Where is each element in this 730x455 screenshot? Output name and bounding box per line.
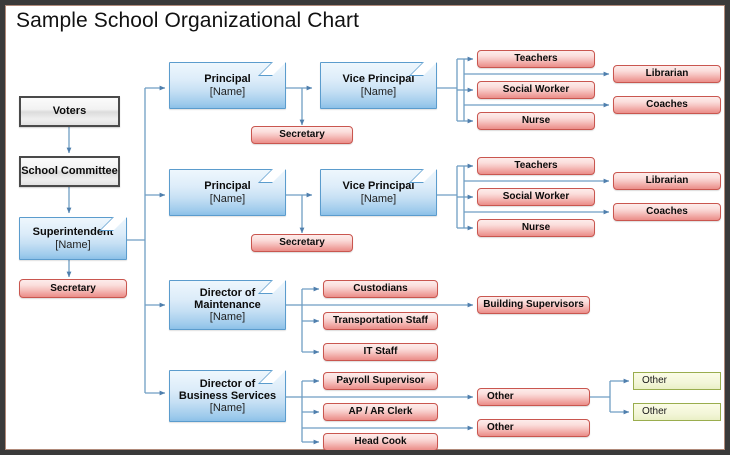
node-teachers-1[interactable]: Teachers — [477, 50, 595, 68]
node-building-supervisors-label: Building Supervisors — [483, 299, 584, 311]
node-other-leaf-2[interactable]: Other — [633, 403, 721, 421]
node-vice-principal-2-name: [Name] — [360, 192, 397, 205]
corner-fold-icon — [258, 62, 286, 76]
node-superintendent[interactable]: Superintendent [Name] — [19, 217, 127, 260]
node-custodians-label: Custodians — [353, 283, 408, 295]
node-director-business-label: Director of — [199, 377, 256, 390]
node-school-committee[interactable]: School Committee — [19, 156, 120, 187]
node-head-cook-label: Head Cook — [354, 436, 407, 448]
node-director-business-services[interactable]: Director of Business Services [Name] — [169, 370, 286, 422]
node-director-maintenance[interactable]: Director of Maintenance [Name] — [169, 280, 286, 330]
node-other-business-2[interactable]: Other — [477, 419, 590, 437]
node-principal-2-name: [Name] — [209, 192, 246, 205]
node-nurse-2-label: Nurse — [521, 222, 551, 234]
node-vice-principal-2[interactable]: Vice Principal [Name] — [320, 169, 437, 216]
node-nurse-1[interactable]: Nurse — [477, 112, 595, 130]
node-director-business-name: [Name] — [209, 402, 246, 415]
node-vice-principal-1[interactable]: Vice Principal [Name] — [320, 62, 437, 109]
node-teachers-2-label: Teachers — [514, 160, 558, 172]
node-transportation-staff[interactable]: Transportation Staff — [323, 312, 438, 330]
node-coaches-2-label: Coaches — [646, 206, 688, 218]
node-payroll-supervisor-label: Payroll Supervisor — [336, 375, 425, 387]
node-school-committee-label: School Committee — [21, 165, 118, 178]
node-principal-2[interactable]: Principal [Name] — [169, 169, 286, 216]
node-other-leaf-1[interactable]: Other — [633, 372, 721, 390]
node-librarian-1[interactable]: Librarian — [613, 65, 721, 83]
node-building-supervisors[interactable]: Building Supervisors — [477, 296, 590, 314]
page-title: Sample School Organizational Chart — [16, 9, 360, 32]
node-voters[interactable]: Voters — [19, 96, 120, 127]
node-ap-ar-clerk-label: AP / AR Clerk — [348, 406, 413, 418]
node-other-business-2-label: Other — [487, 422, 514, 434]
node-superintendent-name: [Name] — [55, 238, 91, 251]
node-principal-2-label: Principal — [204, 180, 251, 193]
corner-fold-icon — [409, 62, 437, 76]
node-principal-1-label: Principal — [204, 73, 251, 86]
node-social-worker-2[interactable]: Social Worker — [477, 188, 595, 206]
node-principal-1[interactable]: Principal [Name] — [169, 62, 286, 109]
node-it-staff[interactable]: IT Staff — [323, 343, 438, 361]
node-principal-1-name: [Name] — [209, 85, 246, 98]
node-other-business-1-label: Other — [487, 391, 514, 403]
node-teachers-2[interactable]: Teachers — [477, 157, 595, 175]
node-vice-principal-2-label: Vice Principal — [342, 180, 415, 193]
node-custodians[interactable]: Custodians — [323, 280, 438, 298]
corner-fold-icon — [258, 370, 286, 384]
node-principal-1-secretary[interactable]: Secretary — [251, 126, 353, 144]
node-nurse-2[interactable]: Nurse — [477, 219, 595, 237]
corner-fold-icon — [258, 169, 286, 183]
node-teachers-1-label: Teachers — [514, 53, 558, 65]
node-librarian-1-label: Librarian — [645, 68, 689, 80]
node-principal-2-secretary-label: Secretary — [279, 237, 325, 249]
node-director-maintenance-label: Director of — [199, 286, 256, 299]
node-it-staff-label: IT Staff — [363, 346, 398, 358]
node-superintendent-label: Superintendent — [32, 226, 114, 239]
node-nurse-1-label: Nurse — [521, 115, 551, 127]
node-director-maintenance-label2: Maintenance — [194, 298, 261, 311]
node-coaches-1[interactable]: Coaches — [613, 96, 721, 114]
node-vice-principal-1-name: [Name] — [360, 85, 397, 98]
node-social-worker-1[interactable]: Social Worker — [477, 81, 595, 99]
node-director-maintenance-name: [Name] — [209, 311, 246, 324]
node-social-worker-1-label: Social Worker — [502, 84, 570, 96]
node-director-business-label2: Business Services — [178, 389, 277, 402]
node-principal-2-secretary[interactable]: Secretary — [251, 234, 353, 252]
node-voters-label: Voters — [52, 105, 87, 118]
node-librarian-2-label: Librarian — [645, 175, 689, 187]
node-librarian-2[interactable]: Librarian — [613, 172, 721, 190]
corner-fold-icon — [409, 169, 437, 183]
node-payroll-supervisor[interactable]: Payroll Supervisor — [323, 372, 438, 390]
node-coaches-2[interactable]: Coaches — [613, 203, 721, 221]
node-coaches-1-label: Coaches — [646, 99, 688, 111]
node-transportation-staff-label: Transportation Staff — [332, 315, 428, 327]
node-other-leaf-1-label: Other — [642, 375, 668, 387]
corner-fold-icon — [258, 280, 286, 294]
corner-fold-icon — [99, 217, 127, 231]
node-other-business-1[interactable]: Other — [477, 388, 590, 406]
node-vice-principal-1-label: Vice Principal — [342, 73, 415, 86]
node-head-cook[interactable]: Head Cook — [323, 433, 438, 450]
node-ap-ar-clerk[interactable]: AP / AR Clerk — [323, 403, 438, 421]
node-superintendent-secretary[interactable]: Secretary — [19, 279, 127, 298]
node-social-worker-2-label: Social Worker — [502, 191, 570, 203]
node-principal-1-secretary-label: Secretary — [279, 129, 325, 141]
node-superintendent-secretary-label: Secretary — [50, 282, 96, 294]
node-other-leaf-2-label: Other — [642, 406, 668, 418]
